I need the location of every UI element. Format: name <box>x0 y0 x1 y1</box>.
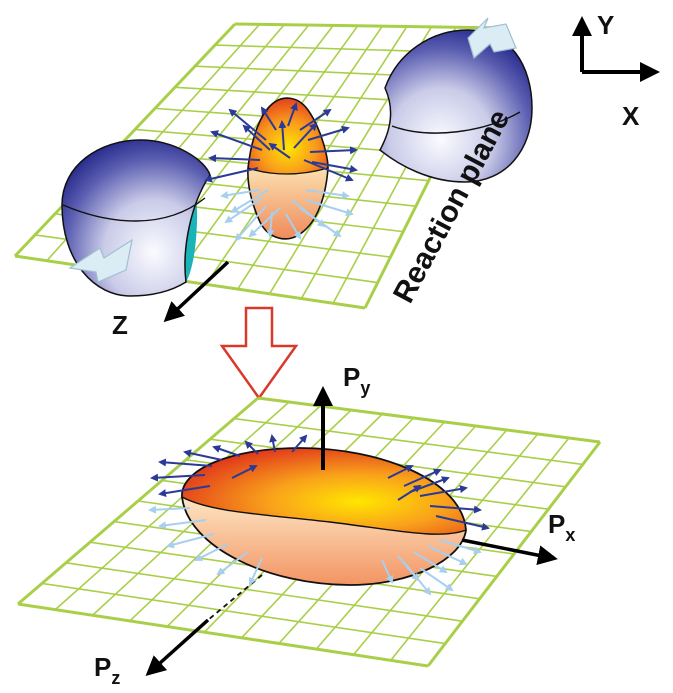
flow-arrow-icon <box>309 146 358 155</box>
flow-arrow-light-icon <box>230 189 269 214</box>
grid-line <box>65 562 463 622</box>
flow-arrow-icon <box>158 458 213 467</box>
flow-arrow-light-icon <box>234 205 267 242</box>
axis-z-label: Z <box>112 310 128 340</box>
flow-arrow-icon <box>158 485 211 498</box>
flow-arrow-icon <box>435 515 490 531</box>
grid-line <box>233 417 583 466</box>
flow-arrow-light-icon <box>427 545 468 566</box>
flow-arrow-icon <box>208 154 261 163</box>
flow-arrow-light-icon <box>248 557 263 586</box>
flow-arrow-light-icon <box>194 543 229 561</box>
flow-arrow-light-icon <box>291 199 326 228</box>
left-nucleus <box>61 139 211 297</box>
z-axis-arrow-icon <box>163 260 230 323</box>
flow-arrow-icon <box>210 130 263 151</box>
axis-y-label: Y <box>597 10 614 40</box>
hollow-down-arrow-icon <box>219 306 299 401</box>
flow-arrow-light-icon <box>220 189 261 200</box>
axes-top: Y X Z <box>112 10 660 340</box>
flow-arrow-icon <box>268 142 291 159</box>
right-nucleus <box>379 17 533 183</box>
flow-arrow-icon <box>403 468 442 487</box>
momentum-axes: Py Px Pz <box>94 362 575 688</box>
flow-arrow-icon <box>387 465 414 479</box>
flow-arrow-icon <box>307 125 350 141</box>
pz-arrow-icon <box>145 618 210 677</box>
flow-arrow-icon <box>269 434 278 453</box>
flow-arrow-light-icon <box>248 207 281 238</box>
grid-line <box>14 254 366 310</box>
flow-arrow-icon <box>419 485 468 497</box>
flow-arrow-light-icon <box>305 189 350 200</box>
px-label: Px <box>548 509 575 545</box>
flow-arrow-icon <box>429 505 482 514</box>
left-nucleus-arrow-icon <box>68 238 133 283</box>
flow-arrow-light-icon <box>166 533 215 549</box>
flow-arrow-icon <box>204 167 259 183</box>
right-nucleus-arrow-icon <box>467 17 517 60</box>
flow-arrow-icon <box>183 449 223 461</box>
flow-arrow-light-icon <box>403 561 432 596</box>
flow-arrow-icon <box>231 465 258 479</box>
flow-arrow-icon <box>303 159 354 182</box>
pz-label: Pz <box>94 652 120 688</box>
flow-arrow-icon <box>150 473 206 482</box>
flow-arrow-icon <box>244 440 259 455</box>
grid-line <box>13 22 237 258</box>
particle-flow-arrows-bottom <box>148 434 490 596</box>
flow-arrow-icon <box>293 122 318 149</box>
flow-arrow-light-icon <box>439 539 482 555</box>
flow-arrow-icon <box>299 108 332 131</box>
flow-arrow-icon <box>278 120 287 151</box>
top-panel: Y X Z Reaction plane <box>13 10 660 340</box>
flow-arrow-icon <box>311 161 358 173</box>
grid-line <box>257 396 601 444</box>
flow-arrow-light-icon <box>158 519 207 530</box>
flow-arrow-light-icon <box>285 213 302 240</box>
py-label: Py <box>343 362 370 398</box>
flow-arrow-icon <box>260 106 277 131</box>
bottom-panel: Py Px Pz <box>17 362 602 688</box>
flow-arrow-icon <box>287 102 298 127</box>
flow-arrow-light-icon <box>381 559 394 584</box>
px-arrow-icon <box>461 538 558 566</box>
flow-arrow-icon <box>291 434 308 453</box>
flow-arrow-icon <box>242 124 271 151</box>
flow-arrow-icon <box>212 445 241 457</box>
flow-arrow-light-icon <box>419 567 454 592</box>
flow-arrow-light-icon <box>413 551 448 574</box>
flow-arrow-light-icon <box>305 199 354 217</box>
flow-arrow-light-icon <box>224 197 263 224</box>
particle-flow-arrows-top <box>204 102 358 242</box>
grid-line <box>17 602 429 668</box>
axis-x-label: X <box>622 101 640 131</box>
grid-line <box>234 22 506 30</box>
flow-arrow-light-icon <box>216 551 249 576</box>
grid-line <box>41 582 446 645</box>
flow-arrow-icon <box>397 484 422 501</box>
flow-arrow-light-icon <box>148 505 191 514</box>
